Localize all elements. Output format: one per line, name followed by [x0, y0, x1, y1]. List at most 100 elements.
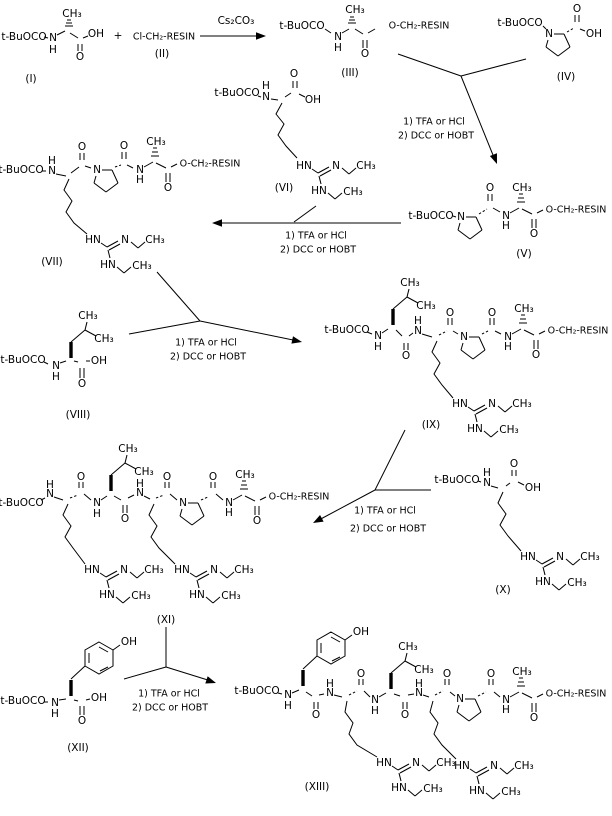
stereo-bond [114, 164, 122, 168]
bond [422, 694, 430, 698]
oh-label: OH [586, 28, 602, 40]
compound-X: t-BuOCO H N O OH (X) [434, 458, 601, 596]
n-label: N [371, 694, 379, 706]
bond [494, 330, 502, 335]
bond [277, 692, 283, 695]
o-label: O [78, 141, 86, 153]
bond [421, 333, 433, 338]
ala-resin-terminus [501, 665, 607, 725]
h-label: H [48, 155, 56, 167]
bond [363, 690, 371, 698]
h-label: H [334, 42, 342, 54]
oh-label: OH [91, 692, 107, 704]
tbuoco-label: t-BuOCO [279, 20, 324, 32]
compound-VIII: t-BuOCO N H OH O (VIII) [0, 308, 116, 421]
bond [381, 328, 389, 334]
resin-ester-label: O-CH₂-RESIN [389, 21, 450, 32]
bond [83, 493, 92, 501]
compound-VIII-label: (VIII) [66, 409, 91, 421]
reaction-arrow-2: 1) TFA or HCl 2) DCC or HOBT [397, 53, 527, 166]
bond [366, 331, 373, 335]
o-label: O [163, 471, 171, 483]
h-label: H [284, 700, 292, 712]
merge-line [156, 271, 201, 322]
n-label: N [49, 32, 57, 44]
arrow-shaft [165, 666, 212, 682]
o-label: O [312, 709, 320, 721]
side-chain [63, 178, 88, 235]
stereo-bond [477, 691, 487, 697]
bond [127, 494, 135, 499]
n-label: N [52, 360, 60, 372]
bond [215, 493, 224, 501]
merge-line [293, 205, 317, 223]
o-label: O [209, 471, 217, 483]
isobutyl-group [109, 441, 156, 493]
reaction-arrow-1: Cs₂CO₃ [200, 15, 266, 40]
bond [341, 28, 350, 34]
n-label: N [93, 497, 101, 509]
arrowhead [256, 32, 266, 40]
tbuoco-label: t-BuOCO [408, 210, 453, 222]
o-label: O [488, 307, 496, 319]
bond [408, 332, 414, 337]
o-label: O [443, 668, 451, 680]
compound-VII-label: (VII) [41, 256, 63, 268]
tbuoco-label: t-BuOCO [1, 31, 46, 43]
compound-I: t-BuOCO N H CH₃ O OH (I) [1, 8, 104, 85]
bond [113, 495, 122, 501]
bond [257, 95, 262, 98]
bond [393, 693, 401, 697]
compound-XIII-label: (XIII) [305, 781, 330, 793]
bond [449, 691, 456, 697]
merge-line [397, 53, 462, 77]
compound-XII: t-BuOCO N H OH O (XII) [0, 634, 139, 754]
reaction-arrow-6: 1) TFA or HCl 2) DCC or HOBT [123, 627, 218, 714]
tbuoco-label: t-BuOCO [0, 497, 44, 509]
guanidine-tail [453, 759, 535, 800]
bond [284, 92, 292, 98]
o-label: O [77, 471, 85, 483]
compound-V-label: (V) [516, 248, 531, 260]
bond [270, 98, 279, 101]
guanidine-tail [84, 233, 166, 274]
compound-II-label: (II) [155, 48, 169, 60]
h-label: H [326, 678, 334, 690]
bond [291, 689, 300, 694]
bond [318, 693, 325, 696]
compound-III-label: (III) [341, 67, 358, 79]
o-label: O [76, 51, 84, 63]
bond [85, 698, 91, 701]
n-label: N [51, 697, 59, 709]
bond [55, 173, 67, 177]
compound-V: t-BuOCO O (V) [408, 181, 607, 260]
compound-IV: t-BuOCO O OH (IV) [497, 3, 602, 83]
proline-ring [544, 27, 571, 57]
oh-label: OH [525, 482, 541, 494]
o-label: O [401, 709, 409, 721]
h-label: H [262, 80, 270, 92]
compound-IV-label: (IV) [557, 71, 575, 83]
o-label: O [446, 307, 454, 319]
n-label: N [414, 325, 422, 337]
bond [333, 694, 343, 698]
bond [579, 28, 586, 32]
bond [53, 496, 64, 501]
merge-line [123, 666, 167, 680]
arrow-shaft [460, 75, 496, 161]
stereo-bond [200, 496, 209, 501]
isobutyl-group [389, 639, 436, 691]
bond [84, 165, 92, 169]
h-label: H [371, 705, 379, 717]
bond [305, 691, 313, 697]
o-label: O [120, 140, 128, 152]
phenol-group [69, 634, 139, 698]
bond [59, 360, 67, 364]
compound-VI: O OH t-BuOCO H N (VI) [214, 68, 377, 200]
compound-XI: t-BuOCO H N O N H O H N O O (XI) [0, 441, 330, 626]
isobutyl-group [69, 308, 116, 360]
o-label: O [573, 3, 581, 15]
ch3-label: CH₃ [62, 8, 81, 20]
bond [452, 215, 457, 218]
